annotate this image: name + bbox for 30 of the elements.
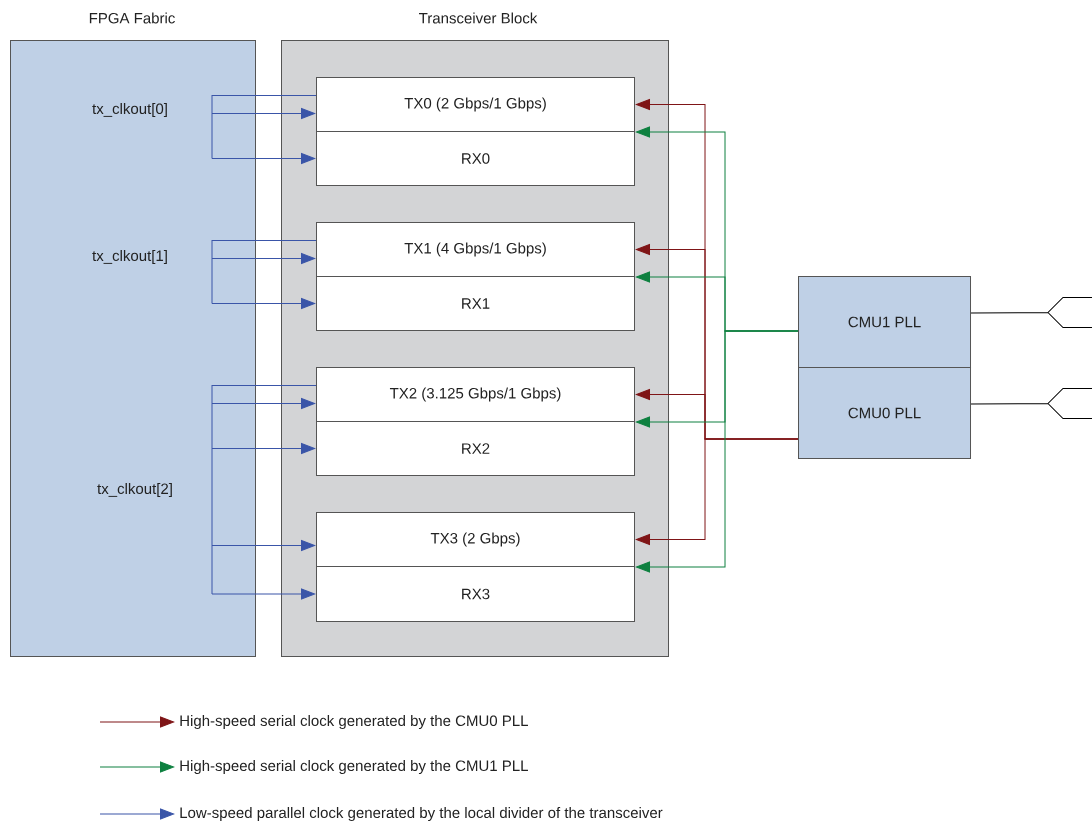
connector-arrow (211, 540, 316, 551)
transmitter-box: TX2 (3.125 Gbps/1 Gbps) (316, 367, 635, 422)
receiver-box: RX1 (316, 276, 635, 331)
connector-arrow (635, 438, 799, 545)
connector-arrow (211, 588, 316, 600)
legend-text: Low-speed parallel clock generated by the local divider of the transceiver (180, 807, 663, 821)
signal-label: tx_clkout[1] (92, 250, 167, 264)
receiver-box: RX0 (316, 131, 635, 186)
connector-arrow (970, 297, 1092, 328)
connector-arrow (970, 388, 1092, 419)
receiver-box: RX2 (316, 421, 635, 476)
legend-text: High-speed serial clock generated by the CMU1 PLL (180, 760, 528, 774)
connector-arrow (211, 398, 316, 409)
panel-title: FPGA Fabric (89, 12, 175, 24)
transmitter-box: TX0 (2 Gbps/1 Gbps) (316, 77, 635, 132)
pll-box: CMU1 PLL (798, 276, 971, 368)
connector-arrow (211, 153, 316, 164)
signal-label: tx_clkout[2] (97, 483, 172, 497)
connector-arrow (211, 443, 316, 454)
transmitter-box: TX1 (4 Gbps/1 Gbps) (316, 222, 635, 277)
connector-arrow (635, 330, 799, 573)
transmitter-box: TX3 (2 Gbps) (316, 512, 635, 567)
legend-text: High-speed serial clock generated by the CMU0 PLL (180, 715, 528, 729)
pll-box: CMU0 PLL (798, 367, 971, 459)
signal-label: tx_clkout[0] (92, 103, 167, 117)
connector-arrow (211, 298, 316, 309)
connector-arrow (211, 253, 316, 264)
panel-title: Transceiver Block (419, 12, 538, 24)
receiver-box: RX3 (316, 566, 635, 622)
connector-arrow (211, 108, 316, 119)
